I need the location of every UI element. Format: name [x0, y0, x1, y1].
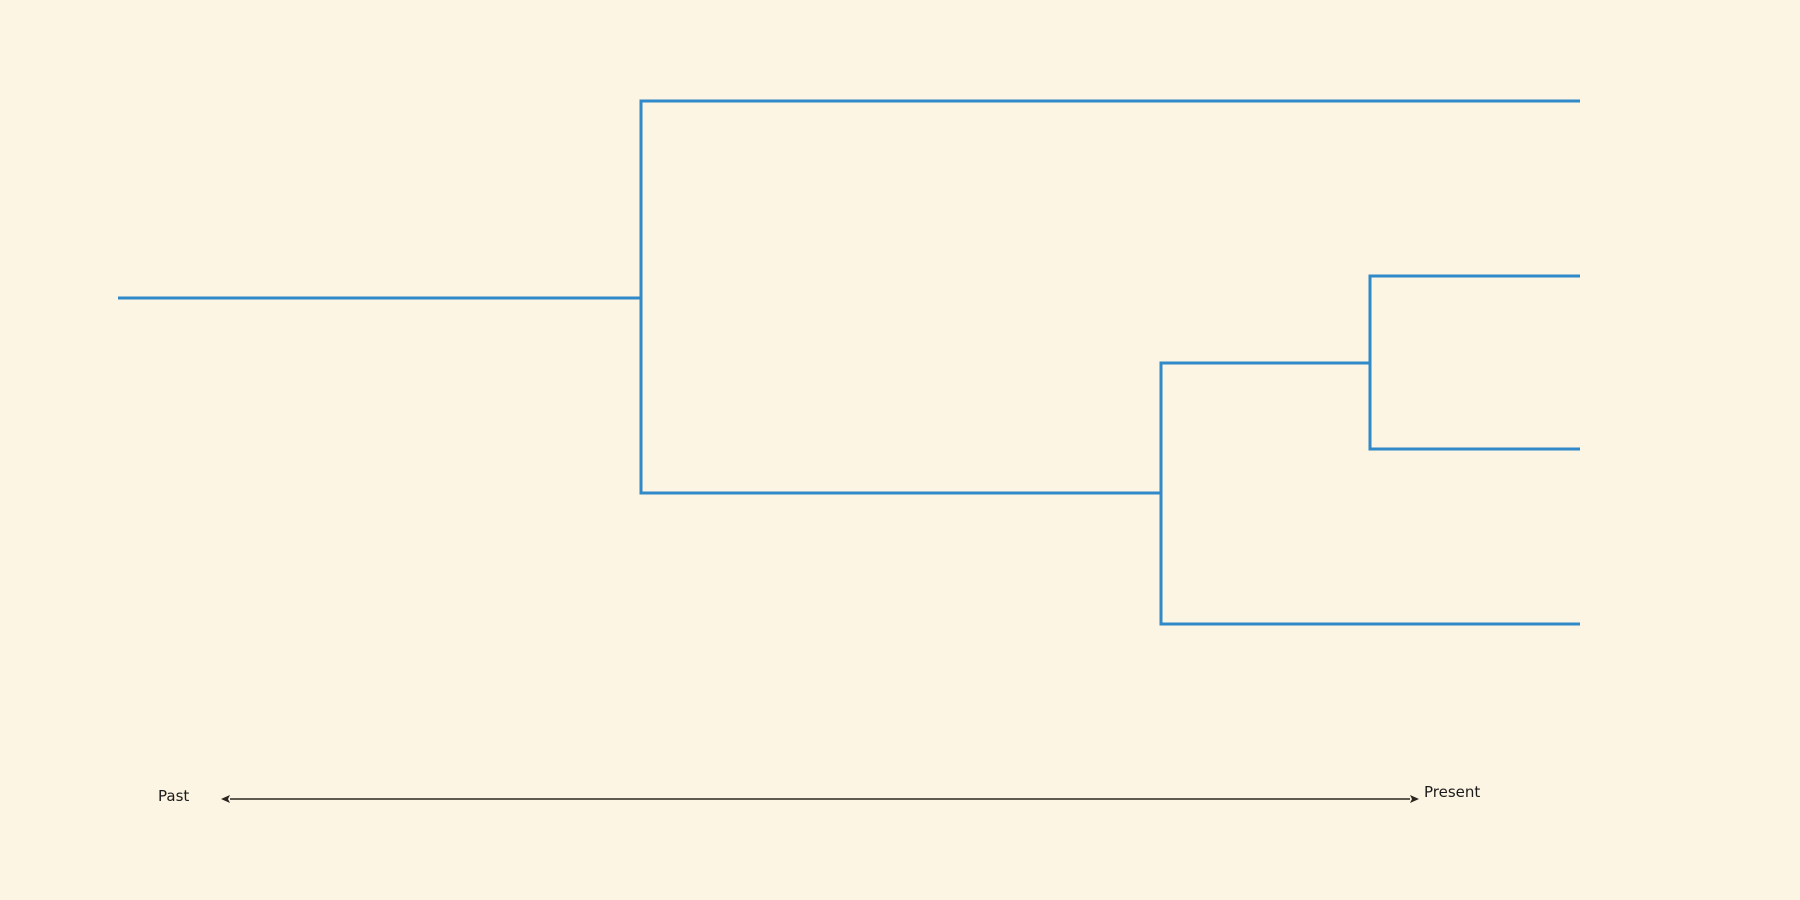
branch-layer	[118, 99, 1580, 626]
axis-label-present: Present	[1424, 783, 1481, 801]
axis-label-past: Past	[158, 787, 190, 805]
